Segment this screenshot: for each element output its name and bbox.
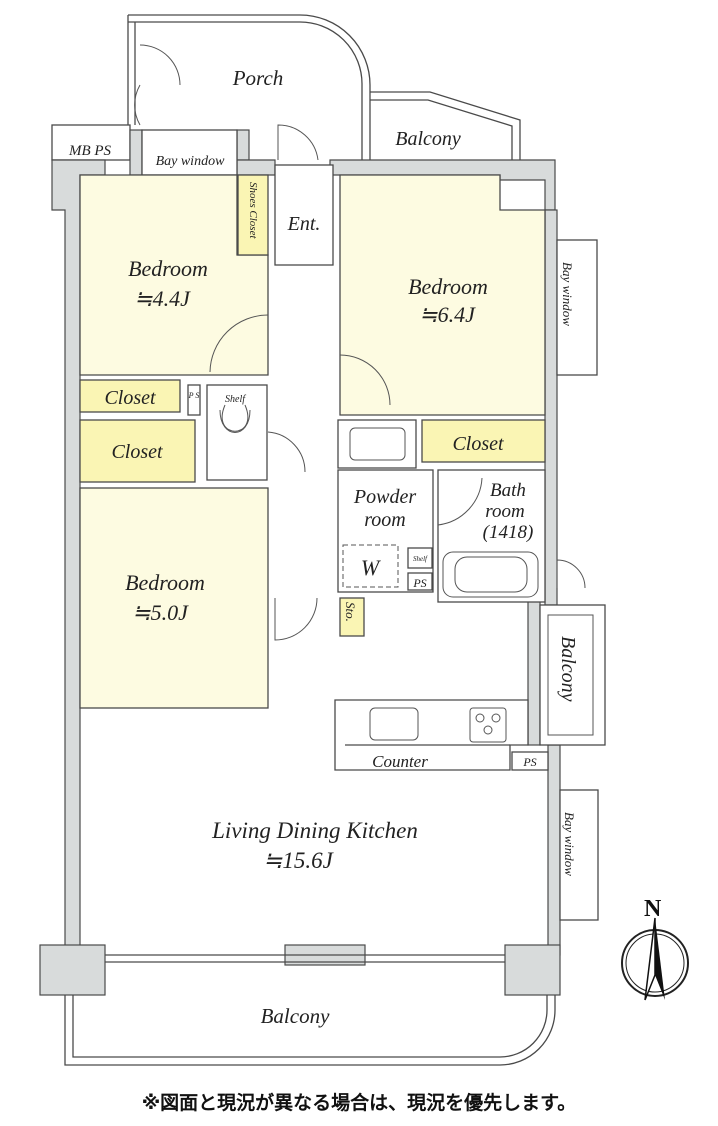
shelf-label: Shelf [413, 555, 428, 563]
ps-small-box [187, 384, 201, 416]
bedroom-5-0-name: Bedroom [125, 570, 205, 595]
ps-box-1 [407, 572, 433, 591]
bedroom-6-4-size: ≒6.4J [419, 302, 476, 327]
compass-north-label: N [644, 896, 662, 922]
closet-3-label: Closet [452, 433, 504, 455]
ldk-size: ≒15.6J [263, 848, 335, 873]
kitchen-sink [369, 707, 419, 741]
powder-room [337, 469, 434, 593]
wall-segment [236, 129, 250, 161]
bay-window-top-label: Bay window [156, 154, 225, 169]
entrance-label: Ent. [287, 213, 321, 235]
bedroom-6-4 [339, 174, 546, 416]
bedroom-4-4-name: Bedroom [128, 256, 208, 281]
closet-2 [79, 419, 196, 483]
shoes-closet-label: Shoes Closet [247, 182, 259, 239]
bay-window-right-label: Bay window [560, 262, 575, 326]
side-balcony-label: Balcony [557, 636, 579, 702]
ps-box-2 [511, 751, 549, 771]
porch-label: Porch [232, 66, 284, 90]
bay-window-top [141, 129, 238, 176]
ps-label-2: PS [522, 755, 536, 769]
closet-3 [421, 419, 546, 463]
bottom-balcony: Balcony [64, 995, 556, 1066]
disclaimer-note: ※図面と現況が異なる場合は、現況を優先します。 [141, 1092, 577, 1114]
top-balcony-label: Balcony [395, 128, 461, 150]
bath-room-line2: room [485, 501, 524, 522]
right-wall [544, 209, 558, 606]
bay-window-right [556, 239, 598, 376]
shelf-small-label: Shelf [225, 394, 246, 405]
powder-room-line2: room [364, 509, 405, 531]
bottom-balcony-label: Balcony [261, 1004, 330, 1028]
stove-icon [469, 707, 507, 743]
side-balcony [539, 604, 606, 746]
kitchen-counter [334, 699, 529, 771]
entrance [274, 164, 334, 266]
shoes-closet [237, 174, 269, 256]
top-balcony: Balcony [370, 91, 521, 160]
wall-segment [129, 129, 143, 176]
ps-small-label: P S [188, 391, 200, 400]
bedroom-6-4-name: Bedroom [408, 274, 488, 299]
ps-label-1: PS [412, 576, 426, 590]
storage-label: Sto. [343, 602, 358, 622]
corner-column [504, 944, 561, 996]
closet-2-label: Closet [111, 441, 163, 463]
compass-icon: N [621, 896, 689, 1001]
washer-label: W [361, 555, 381, 580]
bedroom-5-0 [79, 487, 269, 709]
closet-1 [79, 379, 181, 413]
right-wall [527, 599, 541, 746]
storage [339, 597, 365, 637]
washer-space [342, 544, 399, 588]
shelf-box [407, 547, 433, 569]
bath-room-line1: Bath [490, 480, 526, 501]
bath-room-line3: (1418) [483, 522, 534, 543]
right-wall [547, 744, 561, 956]
bay-window-ldk [559, 789, 599, 921]
closet-1-label: Closet [104, 387, 156, 409]
ldk-name: Living Dining Kitchen [211, 818, 418, 843]
powder-room-line1: Powder [353, 486, 416, 508]
bay-window-ldk-label: Bay window [562, 812, 577, 876]
corner-column [39, 944, 106, 996]
counter-label: Counter [372, 752, 428, 771]
mb-ps-label: MB PS [68, 143, 112, 159]
wall-segment [236, 159, 276, 176]
bedroom-4-4-size: ≒4.4J [134, 286, 191, 311]
bedroom-5-0-size: ≒5.0J [132, 600, 189, 625]
porch-area: Porch [127, 14, 371, 161]
